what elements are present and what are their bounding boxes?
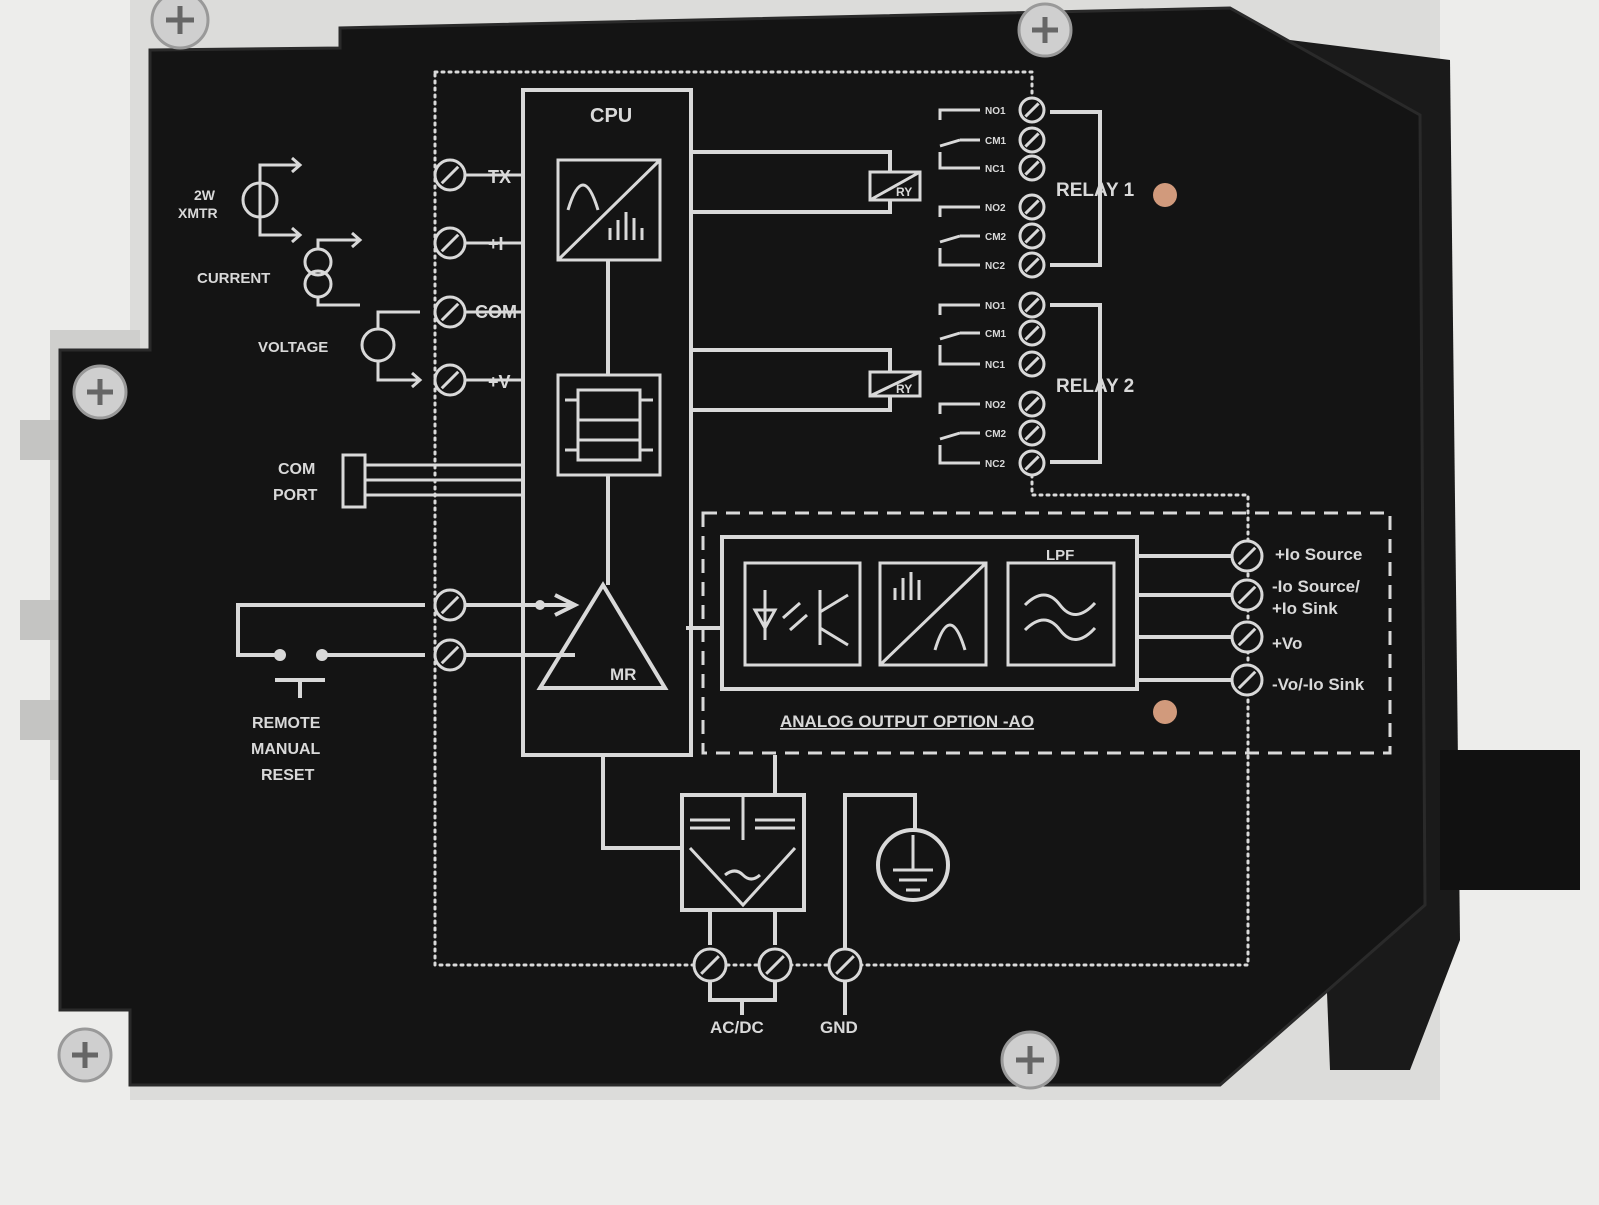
terminal-screw-icon xyxy=(757,947,793,983)
analog-output-option xyxy=(701,511,1392,755)
cpu-label: CPU xyxy=(590,105,632,127)
terminal-screw-icon xyxy=(433,638,467,672)
terminal-screw-icon xyxy=(433,295,467,329)
screw-icon xyxy=(1000,1030,1060,1090)
terminal-screw-icon xyxy=(1230,578,1264,612)
svg-text:2W: 2W xyxy=(194,187,216,203)
terminal-screw-icon xyxy=(1018,319,1046,347)
ao-led xyxy=(1153,700,1177,724)
gnd-label: GND xyxy=(820,1018,858,1037)
screw-icon xyxy=(150,0,210,50)
terminal-screw-icon xyxy=(1018,390,1046,418)
relay2-coil xyxy=(868,370,922,398)
svg-text:RESET: RESET xyxy=(261,767,315,784)
terminal-screw-icon xyxy=(692,947,728,983)
terminal-screw-icon xyxy=(1018,251,1046,279)
relay-terminal-label: NO1 xyxy=(985,301,1006,312)
cpu-block xyxy=(521,88,693,757)
svg-text:RY: RY xyxy=(896,382,912,396)
optocoupler-icon xyxy=(743,561,862,667)
screw-icon xyxy=(72,364,128,420)
relay-terminal-label: NO1 xyxy=(985,106,1006,117)
relay2-label: RELAY 2 xyxy=(1056,376,1134,397)
terminal-screw-icon xyxy=(433,226,467,260)
terminal-screw-icon xyxy=(827,947,863,983)
svg-text:+Io Source: +Io Source xyxy=(1275,545,1362,564)
terminal-screw-icon xyxy=(1018,350,1046,378)
relay-terminal-label: NO2 xyxy=(985,400,1006,411)
terminal-screw-icon xyxy=(1230,620,1264,654)
relay-terminal-label: CM1 xyxy=(985,329,1007,340)
terminal-screw-icon xyxy=(1018,126,1046,154)
tx-label: TX xyxy=(488,167,511,187)
ao-title: ANALOG OUTPUT OPTION -AO xyxy=(780,712,1034,731)
relay1-coil xyxy=(868,170,922,202)
svg-text:VOLTAGE: VOLTAGE xyxy=(258,339,328,356)
relay-terminal-label: NC2 xyxy=(985,459,1005,470)
relay-terminal-label: NC1 xyxy=(985,360,1005,371)
terminal-screw-icon xyxy=(433,363,467,397)
relay-terminal-label: CM2 xyxy=(985,232,1007,243)
ao-module xyxy=(720,535,1139,691)
terminal-screw-icon xyxy=(433,158,467,192)
svg-text:XMTR: XMTR xyxy=(178,205,218,221)
terminal-screw-icon xyxy=(433,588,467,622)
svg-text:PORT: PORT xyxy=(273,487,318,504)
mr-label: MR xyxy=(610,665,636,684)
relay1-led xyxy=(1153,183,1177,207)
plus-v-label: +V xyxy=(488,372,511,392)
acdc-label: AC/DC xyxy=(710,1018,764,1037)
screw-icon xyxy=(1017,2,1073,58)
front-panel xyxy=(60,8,1425,1085)
terminal-screw-icon xyxy=(1018,222,1046,250)
relay-terminal-label: CM2 xyxy=(985,429,1007,440)
relay-terminal-label: NO2 xyxy=(985,203,1006,214)
svg-text:LPF: LPF xyxy=(1046,547,1074,564)
relay1-label: RELAY 1 xyxy=(1056,180,1135,201)
svg-text:+Vo: +Vo xyxy=(1272,634,1302,653)
dac-icon xyxy=(878,561,988,667)
svg-text:-Io Source/: -Io Source/ xyxy=(1272,577,1360,596)
earth-ground-icon xyxy=(876,828,950,902)
terminal-screw-icon xyxy=(1018,193,1046,221)
relay-terminal-label: NC1 xyxy=(985,164,1005,175)
terminal-screw-icon xyxy=(1230,539,1264,573)
screw-icon xyxy=(57,1027,113,1083)
svg-text:CURRENT: CURRENT xyxy=(197,270,270,287)
terminal-screw-icon xyxy=(1018,449,1046,477)
terminal-screw-icon xyxy=(1018,154,1046,182)
relay-terminal-label: CM1 xyxy=(985,136,1007,147)
lpf-icon xyxy=(1006,561,1116,667)
terminal-screw-icon xyxy=(1230,663,1264,697)
svg-text:-Vo/-Io Sink: -Vo/-Io Sink xyxy=(1272,675,1365,694)
svg-text:+Io Sink: +Io Sink xyxy=(1272,599,1338,618)
svg-text:REMOTE: REMOTE xyxy=(252,715,321,732)
relay-terminal-label: NC2 xyxy=(985,261,1005,272)
terminal-screw-icon xyxy=(1018,96,1046,124)
terminal-screw-icon xyxy=(1018,419,1046,447)
svg-text:COM: COM xyxy=(278,461,315,478)
svg-text:RY: RY xyxy=(896,185,912,199)
terminal-screw-icon xyxy=(1018,291,1046,319)
svg-text:MANUAL: MANUAL xyxy=(251,741,321,758)
mr-amplifier xyxy=(536,581,669,690)
